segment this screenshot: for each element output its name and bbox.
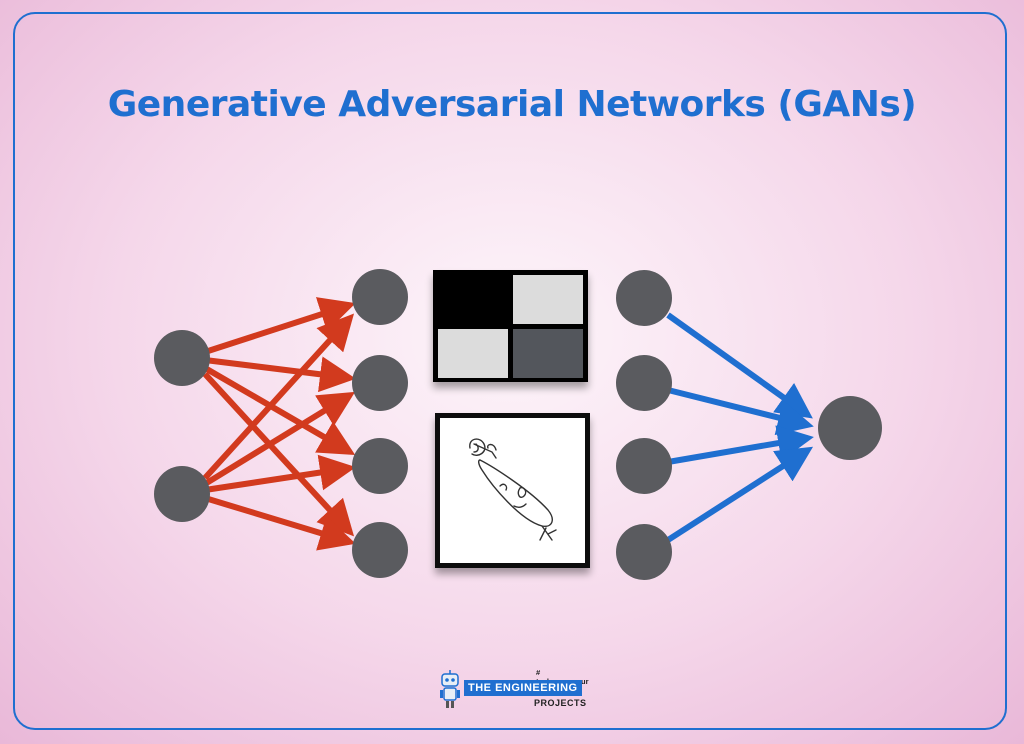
brand-logo: # technopreneur THE ENGINEERING PROJECTS (434, 668, 594, 714)
edge-in2-g3 (204, 454, 356, 493)
generator-node-1 (352, 269, 408, 325)
slide-frame (13, 12, 1007, 730)
input-node-2 (154, 466, 210, 522)
pixel-top-right (513, 275, 583, 324)
logo-wordmark: THE ENGINEERING (464, 680, 582, 696)
logo-engineering: ENGINEERING (495, 682, 578, 694)
robot-icon (440, 670, 460, 708)
discriminator-node-2 (616, 355, 672, 411)
generator-node-3 (352, 438, 408, 494)
edge-d3-out (667, 425, 814, 465)
edge-in2-g4 (204, 495, 356, 551)
pixel-grid-image (433, 270, 588, 382)
slide-title: Generative Adversarial Networks (GANs) (107, 84, 917, 125)
edge-d2-out (667, 387, 814, 436)
edge-in1-g1 (204, 297, 356, 355)
sketch-image (435, 413, 590, 568)
edge-in2-g1 (202, 313, 355, 481)
logo-the: THE (468, 682, 492, 694)
pixel-bottom-right (513, 329, 583, 378)
sketch-drawing (469, 438, 557, 541)
edge-d4-out (666, 446, 814, 543)
edge-in2-g2 (203, 391, 356, 487)
edge-d1-out (666, 312, 813, 419)
generator-node-2 (352, 355, 408, 411)
input-node-1 (154, 330, 210, 386)
edge-in1-g2 (204, 356, 356, 393)
generator-connections (202, 297, 356, 551)
discriminator-connections (666, 312, 814, 543)
pixel-top-left (438, 275, 508, 324)
discriminator-node-3 (616, 438, 672, 494)
output-node (818, 396, 882, 460)
pixel-bottom-left (438, 329, 508, 378)
logo-projects: PROJECTS (534, 698, 587, 708)
edge-in1-g3 (203, 365, 356, 456)
network-nodes (154, 269, 882, 580)
generator-node-4 (352, 522, 408, 578)
edge-in1-g4 (202, 371, 355, 537)
discriminator-node-1 (616, 270, 672, 326)
discriminator-node-4 (616, 524, 672, 580)
